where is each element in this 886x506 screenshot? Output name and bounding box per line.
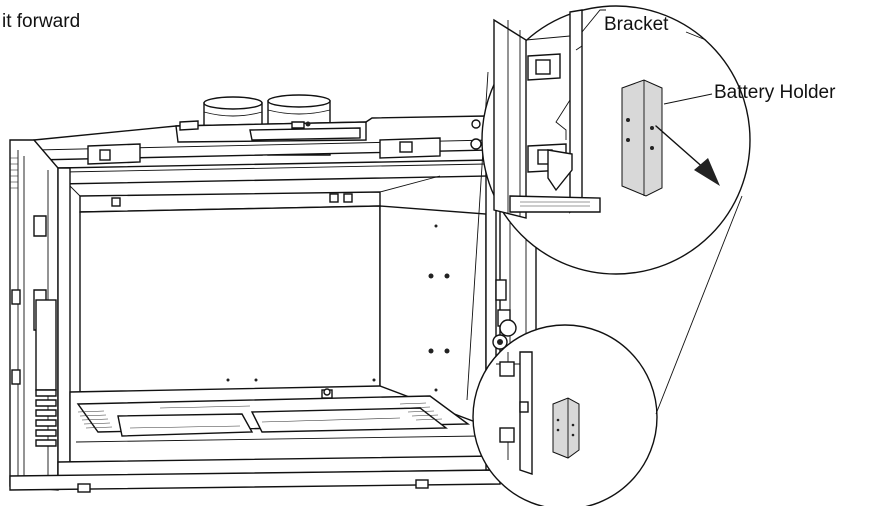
bracket-label: Bracket <box>604 14 669 35</box>
pull-direction-arrow <box>655 125 720 186</box>
burner-ports-right <box>399 402 443 421</box>
battery-holder-label: Battery Holder <box>714 82 836 103</box>
large-bracket-detail <box>493 9 601 219</box>
fireplace-unit <box>9 94 537 493</box>
firebox-back-wall <box>79 205 381 393</box>
bracket-leader <box>581 9 606 33</box>
magnifier-tangent-right <box>655 195 743 415</box>
large-detail-circle <box>481 5 751 275</box>
left-vent-slots <box>10 157 18 189</box>
small-battery-holder <box>552 397 580 459</box>
bracket-leader-tail <box>685 31 707 41</box>
instruction-text: it forward <box>2 11 80 32</box>
battery-holder-leader <box>663 93 713 105</box>
small-detail-circle <box>472 324 658 506</box>
burner-ports-left <box>77 410 113 429</box>
large-battery-holder <box>621 79 663 197</box>
left-lower-slots <box>35 389 57 447</box>
